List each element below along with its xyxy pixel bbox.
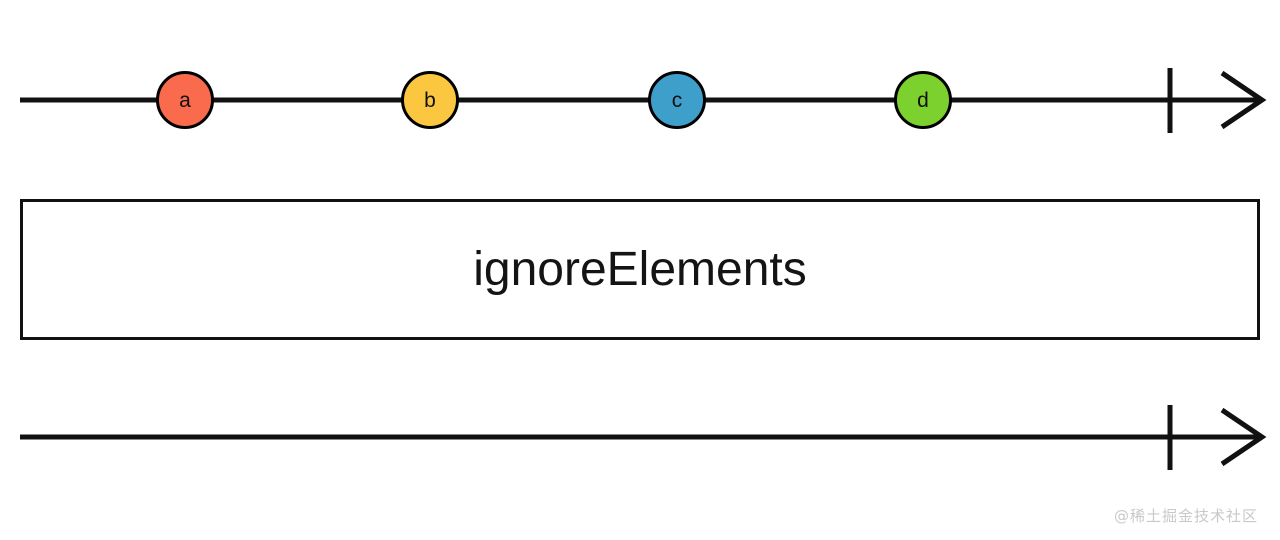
marble-b[interactable]: b — [401, 71, 459, 129]
output-arrowhead-icon — [1220, 407, 1267, 467]
marble-d[interactable]: d — [894, 71, 952, 129]
operator-name-label: ignoreElements — [473, 242, 807, 296]
operator-box: ignoreElements — [20, 199, 1260, 340]
watermark: @稀土掘金技术社区 — [1113, 507, 1258, 525]
marble-d-label: d — [917, 88, 929, 112]
marble-a[interactable]: a — [156, 71, 214, 129]
marble-c-label: c — [671, 88, 683, 112]
marble-c[interactable]: c — [648, 71, 706, 129]
marble-a-label: a — [179, 88, 191, 112]
marble-b-label: b — [424, 88, 436, 112]
source-arrowhead-icon — [1220, 70, 1267, 130]
